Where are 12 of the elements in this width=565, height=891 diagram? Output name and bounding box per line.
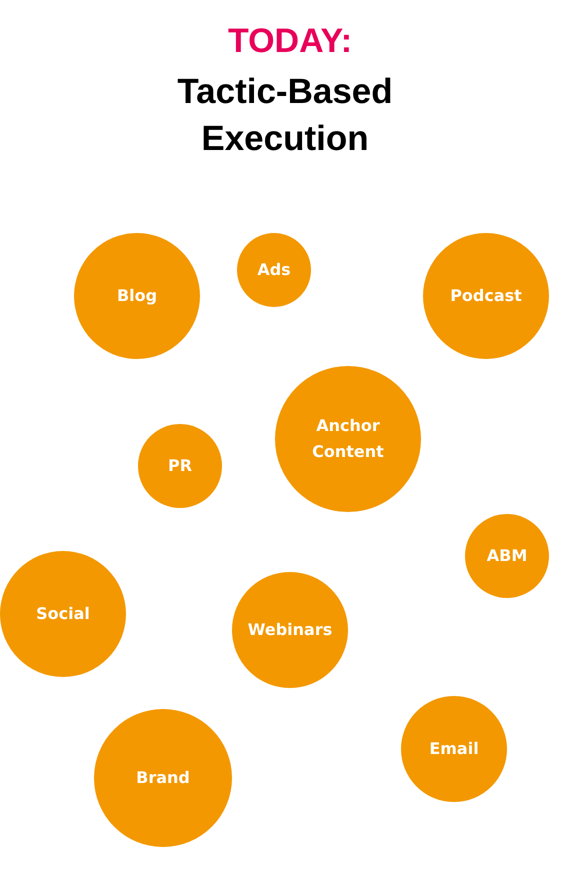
- title: Tactic-Based Execution: [176, 71, 394, 160]
- heading-kicker: TODAY:: [226, 22, 354, 60]
- node-label: ABM: [486, 545, 528, 567]
- node-label: Blog: [116, 285, 158, 307]
- node-label: PR: [166, 455, 194, 477]
- node-label: Podcast: [449, 285, 523, 307]
- node-label: Ads: [256, 259, 292, 281]
- node-label: Social: [35, 603, 91, 625]
- node-label: Anchor Content: [311, 415, 385, 463]
- node-label: Brand: [135, 767, 191, 789]
- node-label: Webinars: [246, 619, 334, 641]
- node-label: Email: [428, 738, 480, 760]
